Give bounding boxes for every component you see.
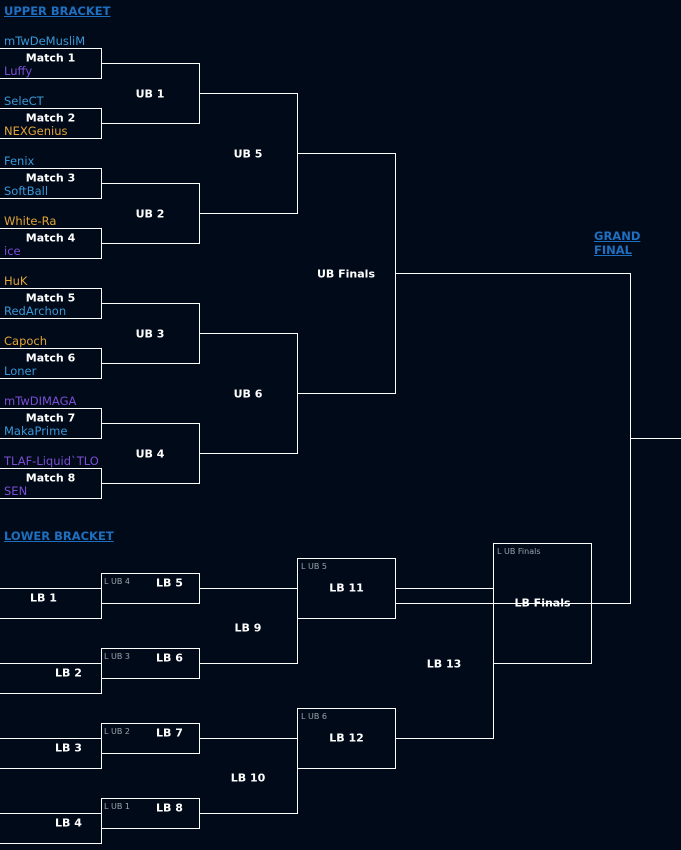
match-label: LB 10 xyxy=(230,771,266,785)
drop-note: L UB 3 xyxy=(104,652,130,661)
match-label: LB 11 xyxy=(329,581,364,595)
player-name[interactable]: RedArchon xyxy=(4,304,67,318)
drop-note: L UB Finals xyxy=(497,547,541,556)
match-label: UB 4 xyxy=(135,447,165,461)
match-label: LB 2 xyxy=(55,666,82,680)
player-name[interactable]: Loner xyxy=(4,364,37,378)
match-label: LB 1 xyxy=(30,591,57,605)
match-label: UB Finals xyxy=(316,267,375,281)
lower-bracket-link[interactable]: LOWER BRACKET xyxy=(4,529,114,543)
lb-7[interactable]: L UB 2 LB 7 xyxy=(101,723,200,754)
drop-note: L UB 1 xyxy=(104,802,130,811)
drop-note: L UB 2 xyxy=(104,727,130,736)
ub-6[interactable]: UB 6 xyxy=(199,333,298,454)
match-label: LB 13 xyxy=(426,657,462,671)
player-name[interactable]: mTwDIMAGA xyxy=(4,394,77,408)
match-label: UB 6 xyxy=(233,387,263,401)
lb-5[interactable]: L UB 4 LB 5 xyxy=(101,573,200,604)
lb-3[interactable]: LB 3 xyxy=(0,738,102,769)
drop-note: L UB 5 xyxy=(301,562,327,571)
ub-3[interactable]: UB 3 xyxy=(101,303,200,364)
lb-11[interactable]: L UB 5 LB 11 xyxy=(297,558,396,619)
player-name[interactable]: NEXGenius xyxy=(4,124,68,138)
player-name[interactable]: SeleCT xyxy=(4,94,44,108)
match-label: UB 5 xyxy=(233,147,263,161)
player-name[interactable]: SoftBall xyxy=(4,184,49,198)
lb-12[interactable]: L UB 6 LB 12 xyxy=(297,708,396,769)
match-label: LB 3 xyxy=(55,741,82,755)
player-name[interactable]: TLAF-Liquid`TLO xyxy=(4,454,99,468)
match-label: LB Finals xyxy=(514,596,571,610)
match-label: LB 8 xyxy=(156,801,183,815)
connector xyxy=(101,648,102,694)
player-name[interactable]: mTwDeMusliM xyxy=(4,34,86,48)
player-name[interactable]: Luffy xyxy=(4,64,33,78)
lb-1[interactable]: LB 1 xyxy=(0,588,102,619)
ub-4[interactable]: UB 4 xyxy=(101,423,200,484)
match-label: UB 1 xyxy=(135,87,165,101)
lb-4[interactable]: LB 4 xyxy=(0,813,102,844)
match-label: LB 7 xyxy=(156,726,183,740)
match-label: Match 6 xyxy=(25,351,76,365)
ub-finals[interactable]: UB Finals xyxy=(297,153,396,394)
lb-2[interactable]: LB 2 xyxy=(0,663,102,694)
connector xyxy=(101,573,102,619)
player-name[interactable]: Fenix xyxy=(4,154,35,168)
match-label: UB 3 xyxy=(135,327,165,341)
lb-9[interactable]: LB 9 xyxy=(199,588,298,664)
lb-finals[interactable]: L UB Finals LB Finals xyxy=(493,543,592,664)
upper-bracket-link[interactable]: UPPER BRACKET xyxy=(4,4,111,18)
match-label: LB 9 xyxy=(234,621,262,635)
ub-1[interactable]: UB 1 xyxy=(101,63,200,124)
match-label: Match 3 xyxy=(25,171,76,185)
player-name[interactable]: White-Ra xyxy=(4,214,57,228)
grand-final-link[interactable]: GRAND FINAL xyxy=(594,229,641,257)
lb-10[interactable]: LB 10 xyxy=(199,738,298,814)
lb-8[interactable]: L UB 1 LB 8 xyxy=(101,798,200,829)
connector xyxy=(101,723,102,769)
match-label: LB 4 xyxy=(55,816,82,830)
match-label: LB 6 xyxy=(156,651,183,665)
match-label: UB 2 xyxy=(135,207,165,221)
ub-2[interactable]: UB 2 xyxy=(101,183,200,244)
match-label: Match 2 xyxy=(25,111,76,125)
match-label: LB 5 xyxy=(156,576,183,590)
drop-note: L UB 6 xyxy=(301,712,327,721)
match-label: Match 1 xyxy=(25,51,76,65)
lb-6[interactable]: L UB 3 LB 6 xyxy=(101,648,200,679)
grand-final-line xyxy=(630,438,681,439)
lb-13[interactable]: LB 13 xyxy=(395,588,494,739)
player-name[interactable]: SEN xyxy=(4,484,28,498)
match-label: LB 12 xyxy=(329,731,364,745)
player-name[interactable]: Capoch xyxy=(4,334,48,348)
connector xyxy=(101,798,102,844)
ub-5[interactable]: UB 5 xyxy=(199,93,298,214)
match-label: Match 4 xyxy=(25,231,76,245)
player-name[interactable]: HuK xyxy=(4,274,28,288)
match-label: Match 8 xyxy=(25,471,76,485)
match-label: Match 7 xyxy=(25,411,76,425)
player-name[interactable]: ice xyxy=(4,244,21,258)
player-name[interactable]: MakaPrime xyxy=(4,424,68,438)
drop-note: L UB 4 xyxy=(104,577,130,586)
match-label: Match 5 xyxy=(25,291,76,305)
